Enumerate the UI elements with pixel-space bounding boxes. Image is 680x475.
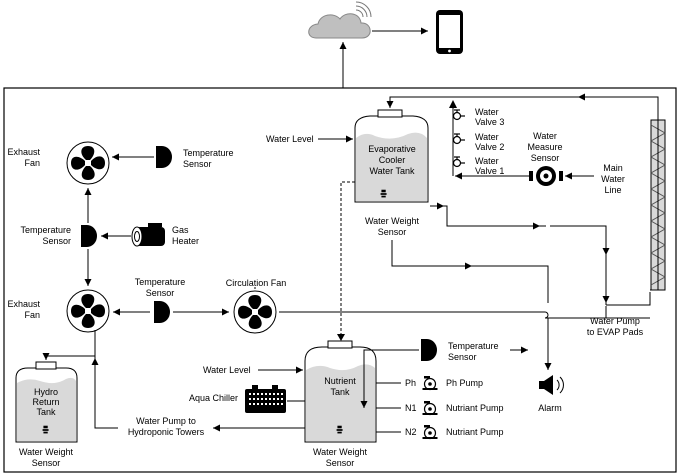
alarm-label: Alarm [538,403,562,413]
system-boundary [3,87,677,473]
water-valve-icon [452,133,466,145]
fan-icon [66,141,110,185]
fan-icon [233,290,277,334]
nutriant-pump-1-label: Nutriant Pump [446,403,504,413]
water-valve-icon [452,156,466,168]
nutriant-pump-2-label: Nutriant Pump [446,427,504,437]
water-level-top-label: Water Level [266,134,314,144]
pump-icon [421,400,439,416]
hydro-return-tank [15,361,78,443]
water-meter-icon [529,166,563,186]
temperature-sensor-icon [81,225,97,247]
circulation-fan-label: Circulation Fan [226,278,287,288]
smartphone-icon [436,10,463,54]
cloud-icon [308,1,372,39]
pump-icon [421,424,439,440]
temperature-sensor-icon [156,146,172,168]
temperature-sensor-icon [421,339,437,361]
nutrient-tank [304,340,377,443]
water-level-bottom-label: Water Level [203,365,251,375]
alarm-icon [539,375,564,395]
aqua-chiller-label: Aqua Chiller [189,393,238,403]
temperature-sensor-icon [154,301,170,323]
fan-icon [66,289,110,333]
ph-pump-label: Ph Pump [446,378,483,388]
n2-label: N2 [405,427,417,437]
evap-cooler-tank [354,109,429,203]
n1-label: N1 [405,403,417,413]
aqua-chiller-icon [245,385,286,413]
pump-icon [421,375,439,391]
water-valve-icon [452,109,466,121]
ph-short-label: Ph [405,378,416,388]
gas-heater-icon [131,223,165,247]
